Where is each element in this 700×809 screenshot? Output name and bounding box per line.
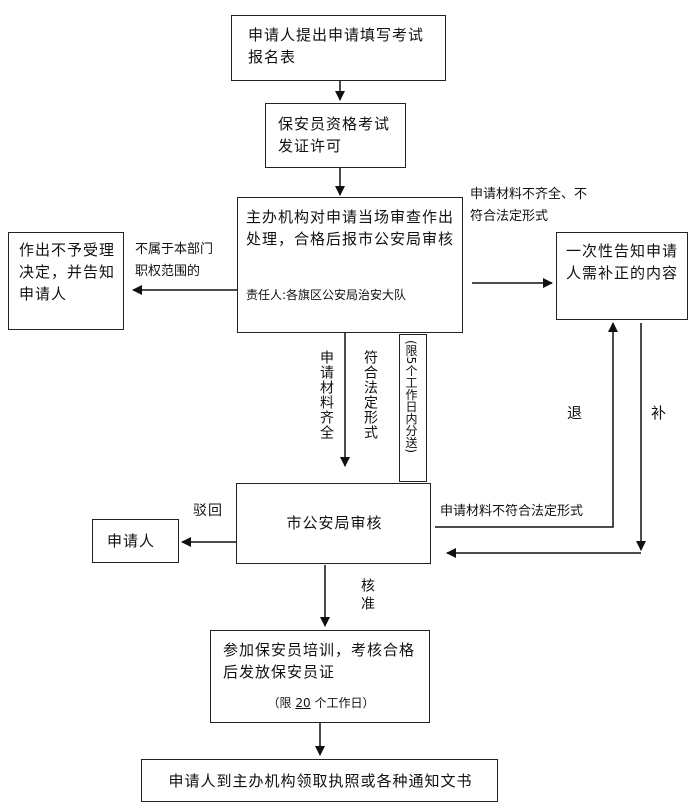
applicant-text: 申请人	[107, 532, 156, 550]
notify-box: 一次性告知申请人需补正的内容	[556, 232, 688, 320]
apply-text: 申请人提出申请填写考试报名表	[248, 26, 425, 66]
label-not-compliant: 申请材料不符合法定形式	[440, 504, 584, 519]
license-text: 保安员资格考试发证许可	[278, 115, 391, 155]
label-complete-col2: 符合法定形式	[362, 350, 378, 440]
arrow-not-compliant-to-notify	[435, 322, 618, 528]
review-person-text: 责任人:各旗区公安局治安大队	[246, 288, 407, 302]
label-supplement: 补	[651, 404, 668, 422]
label-complete-col1: 申请材料齐全	[318, 350, 334, 440]
training-limit-post: 个工作日）	[310, 696, 375, 710]
label-not-in-scope: 不属于本部门职权范围的	[135, 242, 214, 279]
final-text: 申请人到主办机构领取执照或各种通知文书	[168, 772, 473, 790]
training-box: 参加保安员培训，考核合格后发放保安员证 （限 20 个工作日）	[210, 630, 430, 723]
review-main-text: 主办机构对申请当场审查作出处理，合格后报市公安局审核	[246, 208, 455, 248]
training-limit-num: 20	[295, 696, 311, 710]
training-limit: （限 20 个工作日）	[211, 694, 431, 712]
label-approve: 核准	[359, 578, 375, 614]
label-deadline5: (限5个工作日内分送)	[404, 340, 418, 453]
training-text: 参加保安员培训，考核合格后发放保安员证	[223, 641, 416, 681]
review-box: 主办机构对申请当场审查作出处理，合格后报市公安局审核 责任人:各旗区公安局治安大…	[237, 197, 463, 333]
label-reject-back: 驳回	[193, 503, 223, 519]
label-return: 退	[567, 404, 584, 422]
final-box: 申请人到主办机构领取执照或各种通知文书	[141, 759, 498, 802]
applicant-box: 申请人	[92, 519, 179, 563]
reject-box: 作出不予受理决定，并告知申请人	[8, 232, 124, 330]
label-incomplete: 申请材料不齐全、不符合法定形式	[470, 187, 588, 224]
city-review-text: 市公安局审核	[286, 514, 383, 532]
license-box: 保安员资格考试发证许可	[265, 103, 406, 168]
reject-text: 作出不予受理决定，并告知申请人	[19, 241, 116, 303]
notify-text: 一次性告知申请人需补正的内容	[566, 242, 679, 282]
training-limit-pre: （限	[267, 696, 296, 710]
apply-box: 申请人提出申请填写考试报名表	[231, 15, 446, 81]
city-review-box: 市公安局审核	[236, 483, 431, 564]
deadline5-box	[399, 334, 427, 482]
